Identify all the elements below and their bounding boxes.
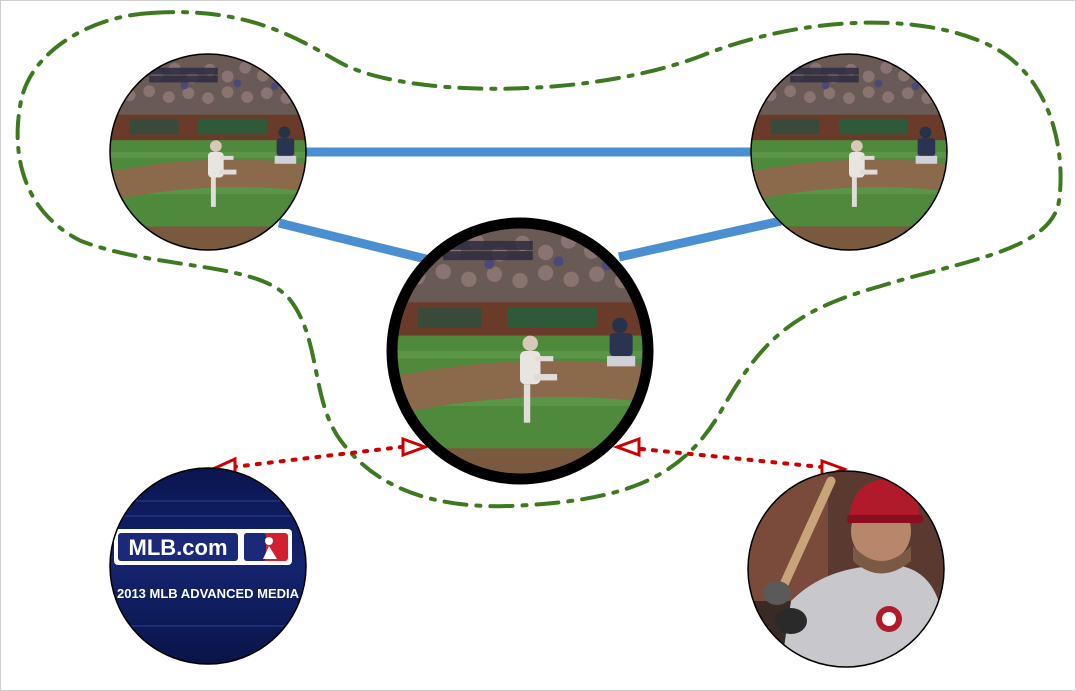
node-mlb-title-card: MLB.com 2013 MLB ADVANCED MEDIA — [109, 467, 307, 665]
edge-topright-center — [618, 216, 782, 262]
negative-link-left — [231, 445, 403, 469]
copyright-text: 2013 MLB ADVANCED MEDIA — [117, 586, 300, 601]
node-pitcher-center-query — [386, 217, 654, 485]
mlb-logo-text: MLB.com — [129, 535, 228, 560]
negative-link-right — [639, 447, 823, 469]
edge-topleft-center — [277, 218, 428, 264]
node-pitcher-top-right — [750, 53, 948, 251]
cluster-boundary — [15, 10, 1063, 509]
node-batter-closeup — [747, 470, 945, 668]
arrow-head-icon — [612, 436, 641, 458]
node-pitcher-top-left — [109, 53, 307, 251]
arrow-head-icon — [401, 436, 430, 458]
